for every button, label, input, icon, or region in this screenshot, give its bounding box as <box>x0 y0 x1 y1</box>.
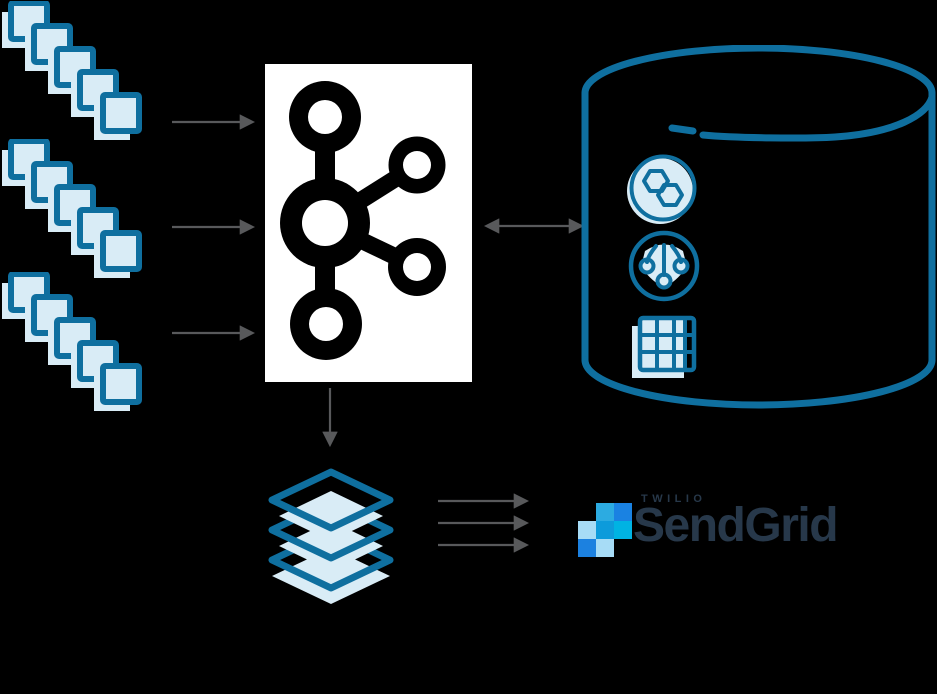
sendgrid-mark-cell <box>596 539 614 557</box>
source-chain-1 blockchain-cascade-icon <box>2 1 142 140</box>
chain-squares <box>2 139 142 278</box>
brain-circuit-icon <box>628 230 700 302</box>
layer-light-2 <box>279 521 383 571</box>
sendgrid-mark-cell-empty <box>578 503 596 521</box>
sendgrid-mark-cell-empty <box>614 539 632 557</box>
sendgrid-mark-cell <box>578 521 596 539</box>
kafka-node <box>265 64 472 382</box>
source-chain-3 blockchain-cascade-icon <box>2 272 142 411</box>
sendgrid-mark-icon <box>578 503 632 557</box>
layer-blue-1 <box>268 468 394 532</box>
source-chain-2 blockchain-cascade-icon <box>2 139 142 278</box>
sendgrid-mark-cell <box>596 521 614 539</box>
sendgrid-logo: TWILIO SendGrid <box>572 486 902 570</box>
database-cylinder-icon <box>581 45 936 409</box>
chain-squares <box>2 1 142 140</box>
sendgrid-mark-cell <box>614 503 632 521</box>
layers-icon <box>268 468 394 604</box>
kafka-icon <box>280 81 446 360</box>
twilio-wordmark: TWILIO <box>641 493 707 505</box>
data-table-icon <box>632 315 697 378</box>
layer-light-3 <box>272 548 390 604</box>
hexagon-link-icon <box>627 154 697 224</box>
layer-light-1 <box>279 491 383 541</box>
sendgrid-mark-cell <box>596 503 614 521</box>
chain-squares <box>2 272 142 411</box>
sendgrid-mark-cell <box>578 539 596 557</box>
cylinder-outline <box>581 45 936 409</box>
sendgrid-mark-cell <box>614 521 632 539</box>
sendgrid-wordmark: SendGrid <box>633 499 839 552</box>
